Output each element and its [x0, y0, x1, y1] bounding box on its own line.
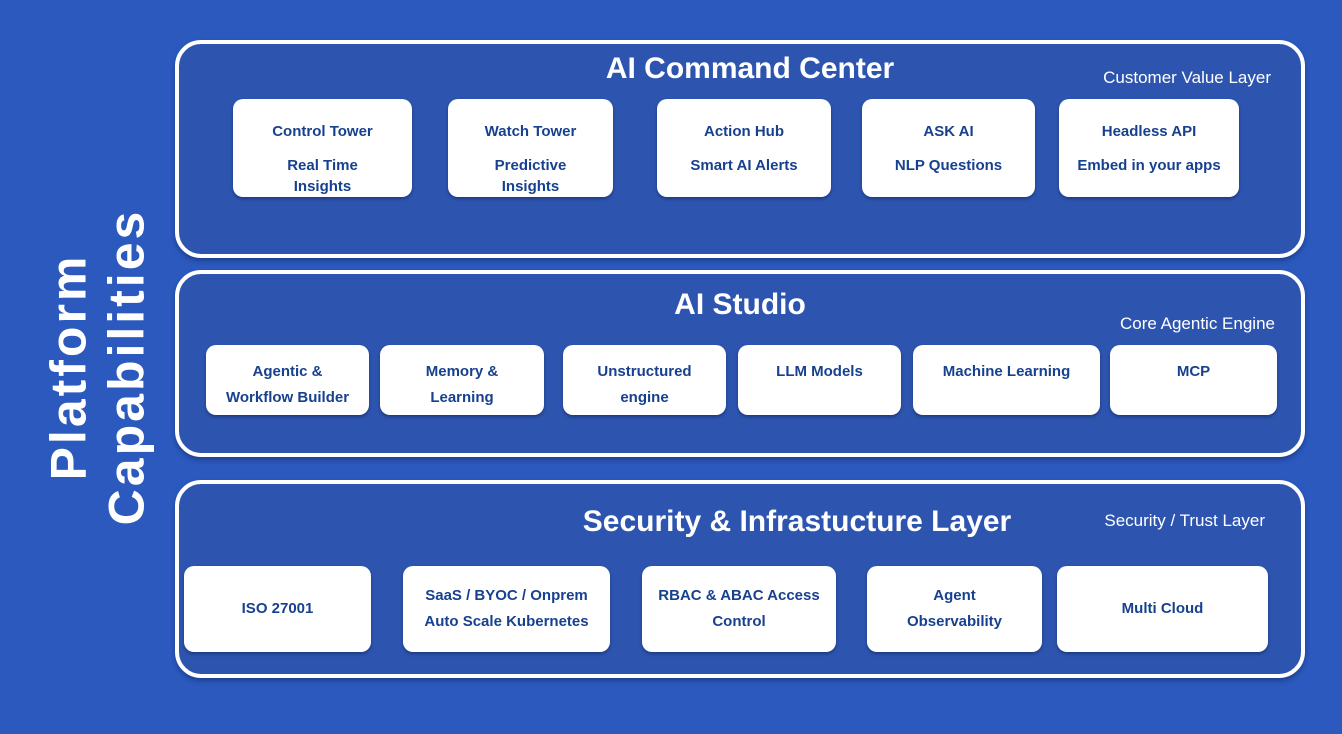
card-mcp: MCP [1110, 345, 1277, 415]
card-subtitle: Predictive Insights [494, 157, 567, 195]
card-unstructured-engine: Unstructured engine [563, 345, 726, 415]
card-title: Control Tower [272, 123, 373, 140]
layer-title: Security & Infrastucture Layer [582, 505, 1012, 538]
card-iso-27001: ISO 27001 [184, 566, 371, 652]
card-title: ISO 27001 [241, 600, 314, 617]
card-agentic-workflow-builder: Agentic & Workflow Builder [206, 345, 369, 415]
card-multi-cloud: Multi Cloud [1057, 566, 1268, 652]
card-subtitle: NLP Questions [894, 157, 1003, 174]
card-ask-ai: ASK AI NLP Questions [862, 99, 1035, 197]
card-title: Machine Learning [942, 363, 1071, 380]
card-watch-tower: Watch Tower Predictive Insights [448, 99, 613, 197]
card-rbac-abac-access-control: RBAC & ABAC Access Control [642, 566, 836, 652]
layer-tag: Security / Trust Layer [1104, 511, 1265, 530]
card-title: ASK AI [923, 123, 974, 140]
card-title: Unstructured engine [597, 363, 692, 406]
layer-ai-studio: AI Studio Core Agentic Engine Agentic & … [175, 270, 1305, 457]
vertical-title: Platform Capabilities [0, 0, 195, 734]
card-title: MCP [1176, 363, 1211, 380]
layer-security-infrastructure: Security & Infrastucture Layer Security … [175, 480, 1305, 678]
vertical-title-text: Platform Capabilities [40, 208, 155, 526]
card-title: Watch Tower [484, 123, 577, 140]
card-title: Action Hub [704, 123, 784, 140]
card-title: Multi Cloud [1121, 600, 1204, 617]
card-memory-learning: Memory & Learning [380, 345, 544, 415]
card-title: SaaS / BYOC / Onprem Auto Scale Kubernet… [424, 587, 589, 630]
card-headless-api: Headless API Embed in your apps [1059, 99, 1239, 197]
card-subtitle: Embed in your apps [1077, 157, 1221, 174]
card-subtitle: Real Time Insights [287, 157, 358, 195]
card-saas-byoc-onprem: SaaS / BYOC / Onprem Auto Scale Kubernet… [403, 566, 610, 652]
layer-tag: Core Agentic Engine [1120, 314, 1275, 333]
card-subtitle: Smart AI Alerts [690, 157, 798, 174]
card-title: LLM Models [776, 363, 863, 380]
layer-title: AI Studio [674, 288, 806, 321]
card-agent-observability: Agent Observability [867, 566, 1042, 652]
card-title: Agent Observability [906, 587, 1003, 630]
card-machine-learning: Machine Learning [913, 345, 1100, 415]
card-title: Agentic & Workflow Builder [225, 363, 350, 406]
card-action-hub: Action Hub Smart AI Alerts [657, 99, 831, 197]
card-title: Memory & Learning [425, 363, 499, 406]
layer-tag: Customer Value Layer [1103, 68, 1271, 87]
card-control-tower: Control Tower Real Time Insights [233, 99, 412, 197]
card-title: Headless API [1101, 123, 1197, 140]
card-title: RBAC & ABAC Access Control [658, 587, 820, 630]
layer-title: AI Command Center [605, 52, 895, 85]
layer-ai-command-center: AI Command Center Customer Value Layer C… [175, 40, 1305, 258]
card-llm-models: LLM Models [738, 345, 901, 415]
